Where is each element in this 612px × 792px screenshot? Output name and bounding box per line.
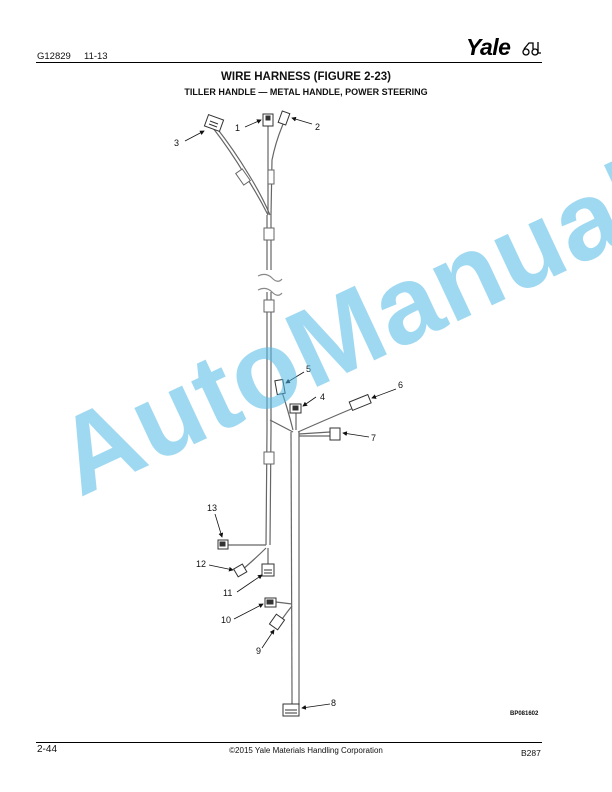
callout-2: 2 (315, 122, 320, 132)
connector-6 (348, 393, 372, 412)
harness-branch-10 (275, 601, 293, 605)
harness-branch-7 (298, 431, 331, 435)
connector-10 (264, 597, 277, 608)
connector-3 (203, 113, 225, 133)
connector-1 (262, 113, 274, 127)
copyright: ©2015 Yale Materials Handling Corporatio… (229, 746, 383, 755)
page-title: WIRE HARNESS (FIGURE 2-23) (221, 71, 391, 83)
callout-4: 4 (320, 392, 325, 402)
callout-11: 11 (223, 588, 232, 598)
callout-10: 10 (221, 615, 231, 625)
harness-branch-3b (215, 126, 271, 216)
callout-12: 12 (196, 559, 206, 569)
callout-6: 6 (398, 380, 403, 390)
callout-9: 9 (256, 646, 261, 656)
connector-2 (277, 110, 291, 126)
header-rule (36, 62, 542, 63)
callout-13: 13 (207, 503, 217, 513)
harness-branch-5 (281, 391, 294, 431)
footer-code: B287 (521, 748, 541, 758)
document-date: 11-13 (84, 51, 108, 62)
harness-branch-6 (297, 406, 357, 433)
footer-rule (36, 742, 542, 743)
connector-7 (329, 427, 341, 441)
connector-9 (268, 613, 286, 631)
brand-logo: Yale (466, 34, 511, 60)
figure-id: BP081602 (510, 711, 539, 717)
harness-branch-2 (270, 121, 285, 216)
callout-8: 8 (331, 698, 336, 708)
connector-5 (274, 378, 286, 396)
callout-7: 7 (371, 433, 376, 443)
harness-lower-sleeve (290, 431, 293, 696)
callout-5: 5 (306, 364, 311, 374)
connector-4 (289, 403, 302, 414)
connector-13 (217, 539, 229, 550)
callout-3: 3 (174, 138, 179, 148)
connector-8 (282, 703, 300, 717)
page-subtitle: TILLER HANDLE — METAL HANDLE, POWER STEE… (184, 87, 428, 97)
page-number: 2-44 (37, 744, 58, 755)
callout-1: 1 (235, 123, 240, 133)
connector-11 (261, 563, 275, 577)
connector-12 (232, 563, 248, 578)
document-code: G12829 (37, 51, 71, 62)
forklift-icon (522, 42, 541, 56)
